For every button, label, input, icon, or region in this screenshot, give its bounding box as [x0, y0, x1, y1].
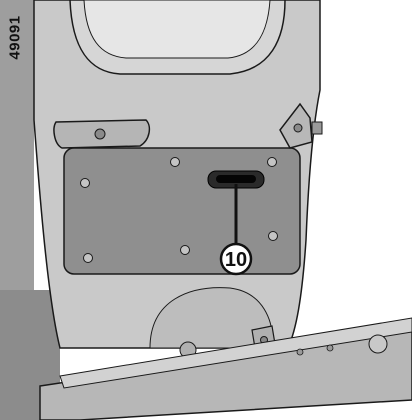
sill-fastener — [296, 348, 304, 356]
fastener — [80, 178, 90, 188]
hinge-icon — [53, 119, 151, 149]
callout-badge: 10 — [219, 242, 253, 276]
figure-reference-code: 49091 — [2, 4, 28, 70]
sill-hole — [368, 334, 388, 354]
fastener — [268, 231, 278, 241]
fastener — [267, 157, 277, 167]
callout-label: 10 — [225, 249, 247, 271]
window-inner — [83, 0, 271, 59]
fastener — [170, 157, 180, 167]
sill-fastener — [326, 344, 334, 352]
latch-icon — [279, 102, 323, 149]
fastener — [83, 253, 93, 263]
rear-sill-top — [59, 317, 412, 389]
trim-panel — [63, 147, 301, 275]
panel-fasteners — [80, 157, 278, 263]
figure-reference-label: 49091 — [6, 14, 24, 60]
door-handle-icon — [207, 170, 265, 189]
fastener — [180, 245, 190, 255]
